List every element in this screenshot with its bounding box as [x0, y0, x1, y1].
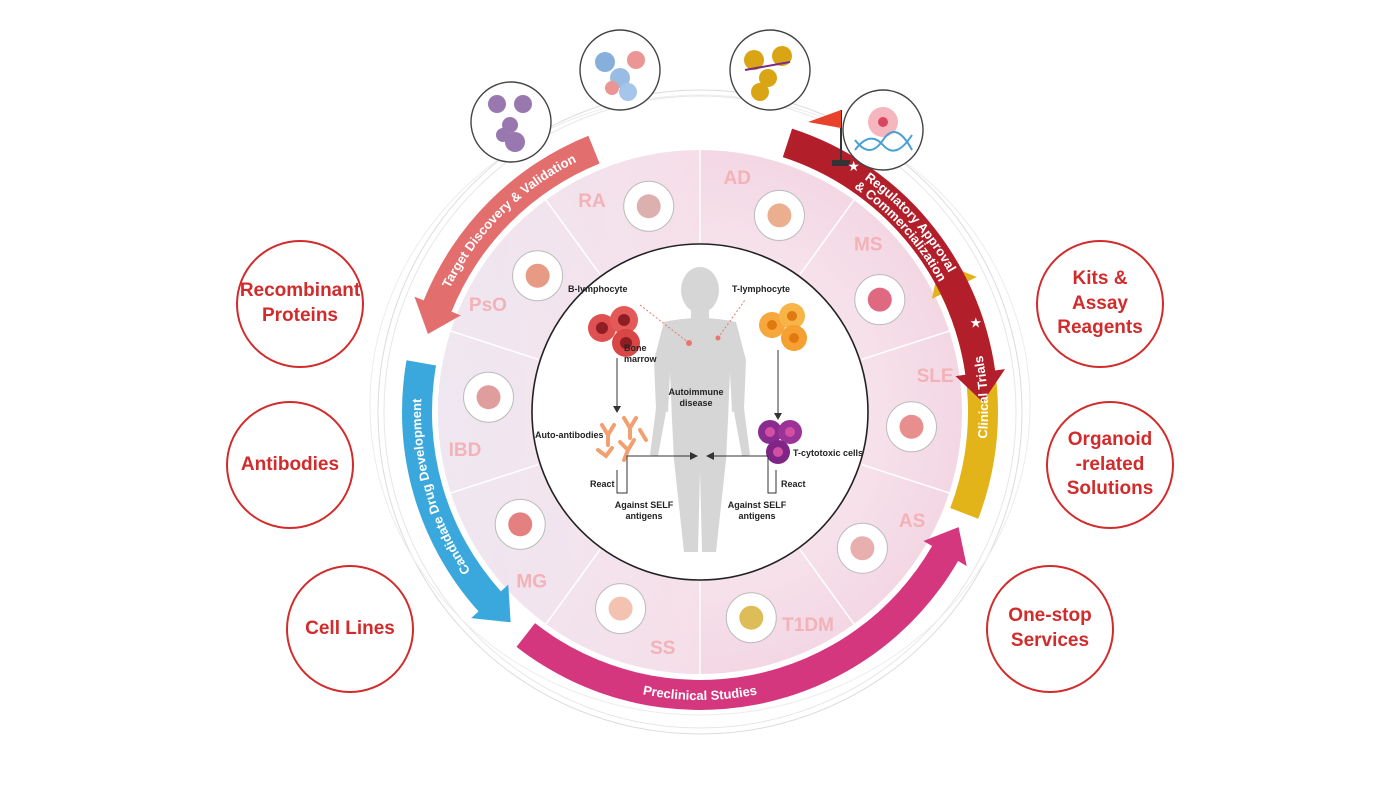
segment-divider [799, 549, 855, 625]
segment-divider [545, 199, 601, 275]
disease-label: T1DM [782, 615, 834, 636]
disease-label: RA [578, 191, 606, 212]
autoimmune-label-2: disease [679, 398, 712, 408]
outer-ring-1 [377, 89, 1023, 735]
service-label: Cell Lines [305, 617, 395, 639]
regulatory-approval-arc [782, 128, 1006, 403]
segment-divider [545, 549, 601, 625]
disease-icon-fill [525, 263, 550, 288]
disease-icon-fill [476, 385, 501, 410]
service-cell-lines[interactable]: Cell Lines [286, 565, 414, 693]
disease-label: MG [516, 571, 547, 592]
segment-divider [450, 463, 539, 494]
auto-antibodies-icon [596, 416, 648, 462]
disease-label: PsO [469, 295, 507, 316]
disease-label: SLE [917, 366, 954, 387]
segment-divider [799, 199, 855, 275]
disease-segments: AD MS SLE AS T1DM SS MG IBD PsO RA [449, 168, 954, 659]
react-left-label: React [590, 479, 615, 489]
outer-ring-3 [369, 94, 1031, 716]
disease-icon-fill [636, 194, 661, 219]
against-left-label-1: Against SELF [615, 500, 674, 510]
target-discovery-arc [414, 135, 600, 334]
service-antibodies[interactable]: Antibodies [226, 401, 354, 529]
star-icon: ★ [970, 314, 983, 330]
auto-antibodies-label: Auto-antibodies [535, 430, 604, 440]
b-lymphocyte-label: B-lymphocyte [568, 284, 628, 294]
disease-icon-fill [867, 287, 892, 312]
against-right-label-1: Against SELF [728, 500, 787, 510]
disease-icon-fill [899, 414, 924, 439]
t-cytotoxic-cells-icon [758, 420, 802, 464]
disease-icon-fill [739, 605, 764, 630]
disease-label: MS [854, 235, 883, 256]
disease-label: AS [899, 511, 925, 532]
outer-ring-2 [383, 95, 1017, 729]
t-lymphocyte-icon [759, 303, 807, 351]
disease-icon-fill [767, 203, 792, 228]
disease-label: IBD [449, 440, 482, 461]
human-silhouette-icon [650, 267, 750, 552]
t-lymphocyte-label: T-lymphocyte [732, 284, 790, 294]
disease-icon-fill [608, 596, 633, 621]
service-label: Antibodies [240, 453, 340, 475]
disease-label: AD [724, 168, 751, 189]
bone-label-2: marrow [624, 354, 658, 364]
center-flow-arrows [616, 350, 779, 494]
candidate-development-arc [402, 360, 511, 623]
autoimmune-label-1: Autoimmune [669, 387, 724, 397]
stage-preclinical-label-textpath: Preclinical Studies [642, 682, 758, 703]
against-left-label-2: antigens [625, 511, 662, 521]
t-cytotoxic-label: T-cytotoxic cells [793, 448, 863, 458]
segment-dividers [450, 150, 950, 674]
protein-icons [470, 29, 924, 171]
preclinical-studies-arc [516, 527, 967, 710]
segment-divider [861, 463, 950, 494]
disease-icon-fill [508, 512, 533, 537]
segment-divider [861, 330, 950, 361]
react-right-label: React [781, 479, 806, 489]
star-icon: ★ [847, 158, 860, 174]
against-right-label-2: antigens [738, 511, 775, 521]
disease-icon-fill [850, 536, 875, 561]
b-lymphocyte-icon [588, 306, 640, 357]
segment-divider [450, 330, 539, 361]
center-arrowheads [613, 406, 782, 460]
stage-preclinical-label: Preclinical Studies [642, 682, 758, 703]
disease-label: SS [650, 638, 675, 659]
bone-label-1: Bone [624, 343, 647, 353]
red-flag-icon [808, 110, 850, 166]
stage-arcs [402, 128, 1006, 710]
